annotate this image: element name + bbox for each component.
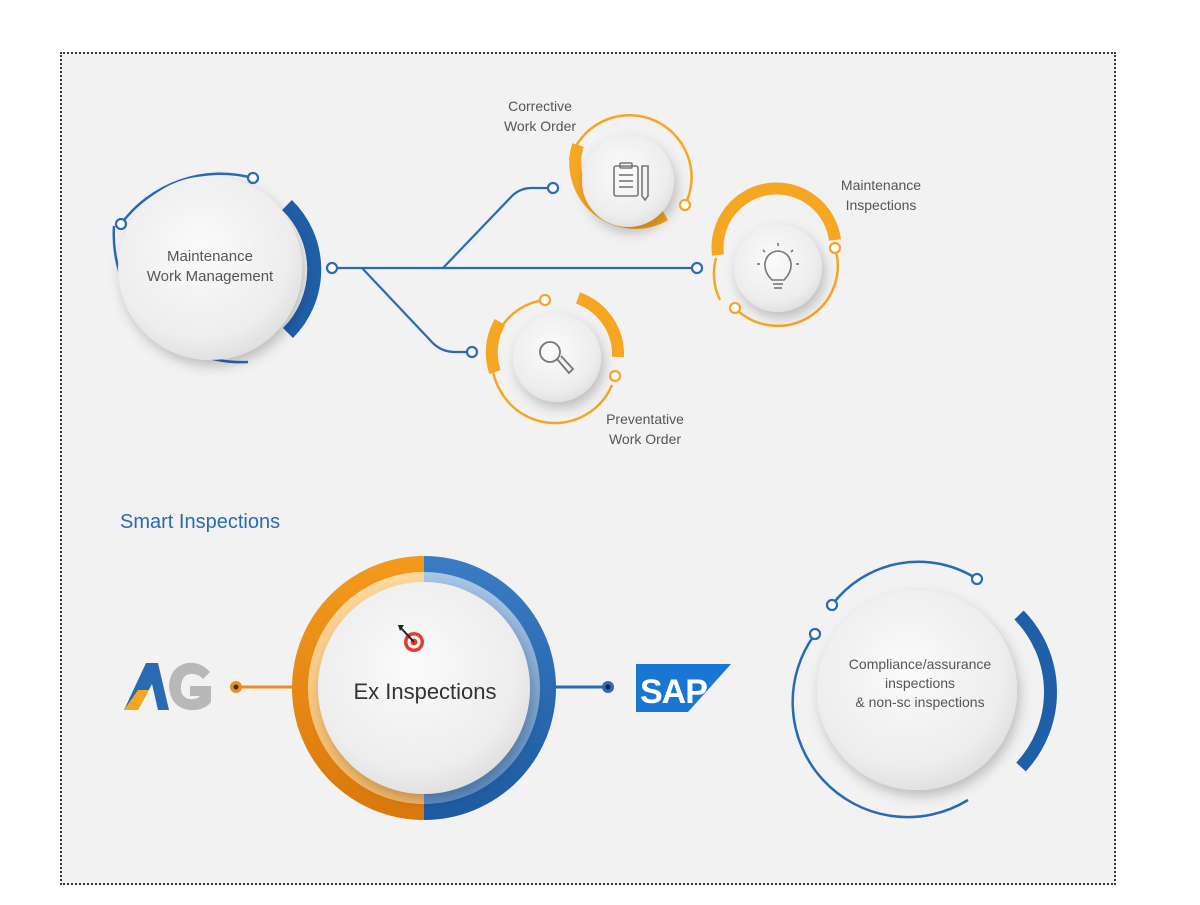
connector-corrective (442, 186, 553, 269)
smart-inspections-title: Smart Inspections (120, 511, 281, 533)
lightbulb-icon (757, 243, 799, 289)
corrective-label: Corrective Work Order (485, 96, 595, 136)
corrective-label-line2: Work Order (503, 118, 577, 134)
preventative-node (485, 292, 625, 425)
central-node-label-line2: Work Management (146, 268, 274, 285)
inspections-label-line2: Inspections (845, 197, 917, 213)
clipboard-icon (613, 162, 649, 202)
connector-lines (332, 186, 697, 354)
compliance-label: Compliance/assurance inspections & non-s… (820, 655, 1020, 712)
preventative-label-line1: Preventative (606, 411, 684, 427)
corrective-label-line1: Corrective (508, 98, 572, 114)
ag-logo (124, 662, 211, 711)
inspections-label-line1: Maintenance (840, 177, 922, 193)
preventative-label-line2: Work Order (608, 431, 682, 447)
compliance-label-line2: inspections (884, 675, 956, 691)
magnifier-icon (539, 341, 575, 375)
central-node-label: Maintenance Work Management (130, 247, 290, 287)
ex-inspections-node (292, 556, 556, 820)
preventative-label: Preventative Work Order (590, 409, 700, 449)
target-icon (398, 625, 424, 652)
maintenance-work-management-node (112, 171, 322, 364)
maintenance-inspections-node (711, 182, 842, 328)
compliance-node (791, 560, 1057, 819)
compliance-label-line3: & non-sc inspections (855, 694, 985, 710)
ex-inspections-label: Ex Inspections (353, 679, 497, 704)
ex-connectors (230, 681, 614, 693)
connector-dots (325, 181, 704, 359)
svg-text:SAP: SAP (640, 673, 707, 711)
inspections-label: Maintenance Inspections (822, 175, 940, 215)
central-node-label-line1: Maintenance (167, 248, 253, 265)
compliance-label-line1: Compliance/assurance (848, 656, 992, 672)
sap-logo: SAP (636, 664, 731, 712)
corrective-node (568, 114, 693, 229)
connector-preventative (361, 267, 472, 354)
